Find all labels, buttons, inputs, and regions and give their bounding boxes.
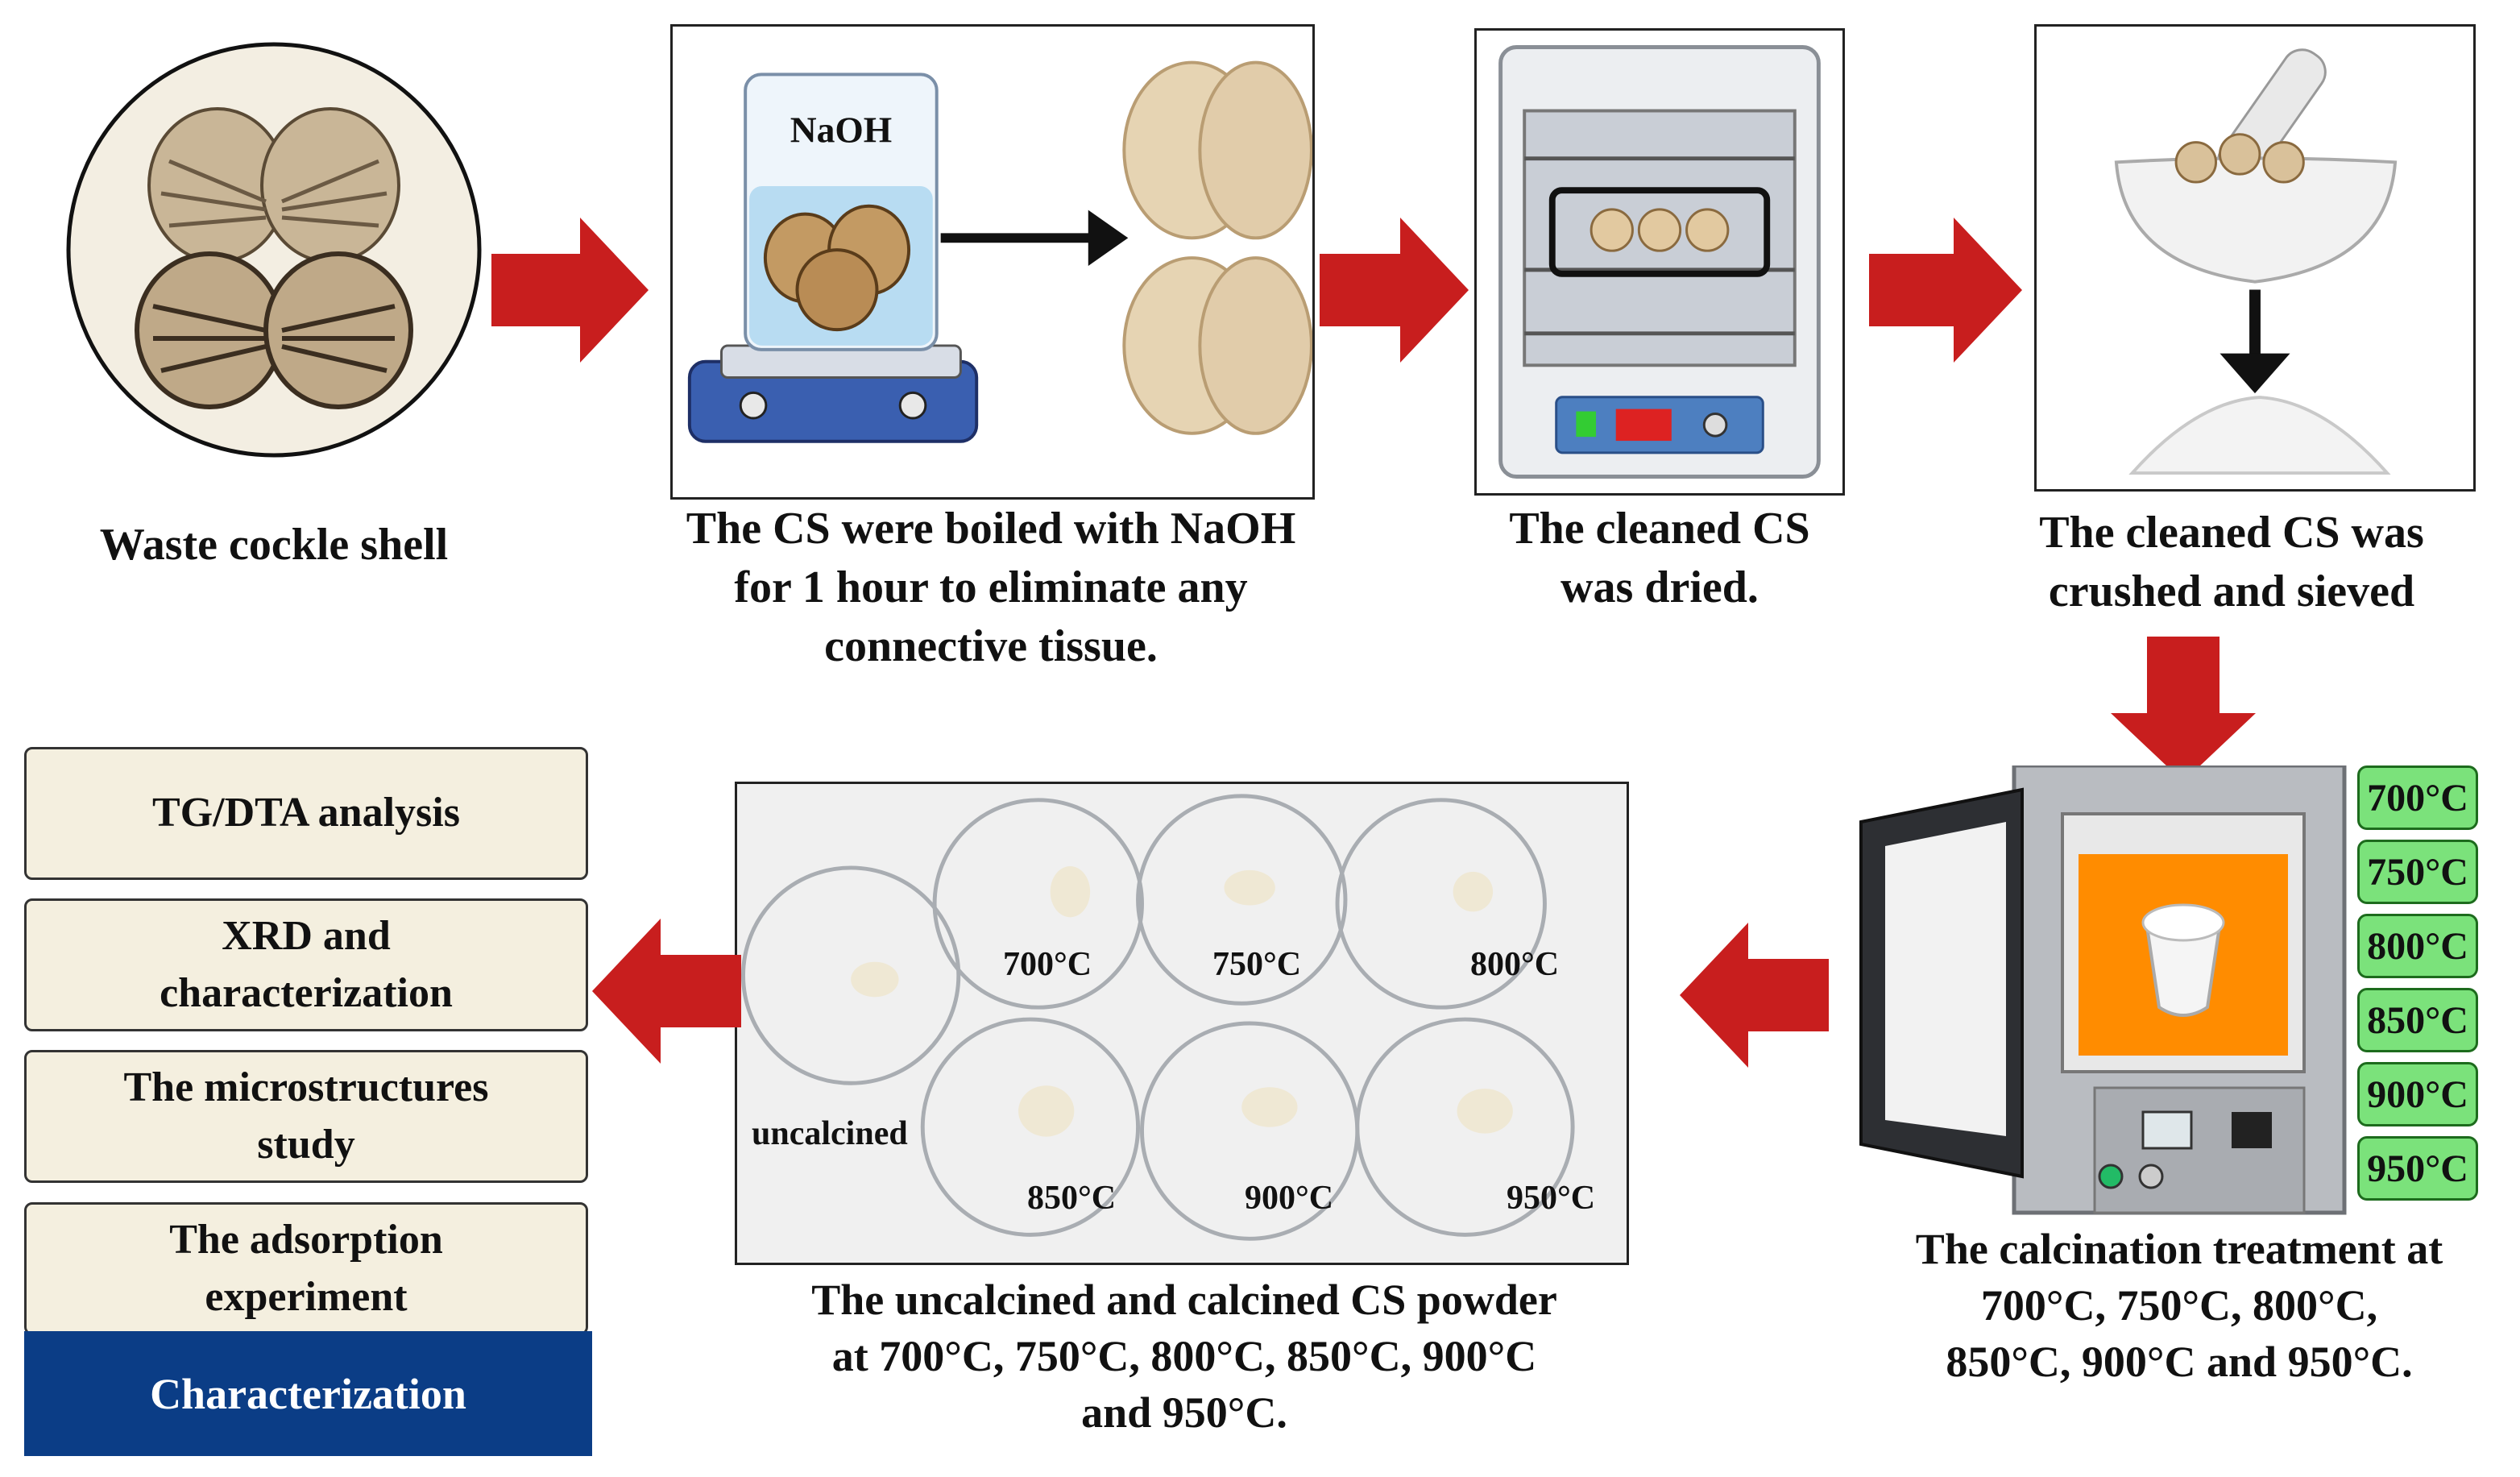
waste-shell-caption: Waste cockle shell bbox=[99, 520, 449, 570]
petri-dish-700 bbox=[932, 798, 1144, 1010]
furnace-icon bbox=[1859, 765, 2347, 1215]
process-arrow-left-1 bbox=[1680, 923, 1829, 1068]
hot-plate-icon bbox=[687, 344, 979, 443]
temp-box-950: 950°C bbox=[2357, 1136, 2478, 1201]
process-arrow-3 bbox=[1869, 218, 2022, 363]
temp-box-850: 850°C bbox=[2357, 988, 2478, 1052]
powder-caption: The uncalcined and calcined CS powder at… bbox=[811, 1276, 1557, 1438]
calcination-caption: The calcination treatment at 700°C, 750°… bbox=[1915, 1225, 2443, 1387]
cockle-shell-icon bbox=[135, 107, 413, 409]
oven-icon bbox=[1498, 45, 1821, 479]
char-box-xrd: XRD and characterization bbox=[24, 898, 588, 1031]
crushing-caption: The cleaned CS was crushed and sieved bbox=[2039, 508, 2424, 616]
cockle-shell-icon bbox=[763, 204, 911, 332]
dish-label-900: 900°C bbox=[1245, 1180, 1334, 1217]
petri-dish-950 bbox=[1355, 1017, 1575, 1237]
dish-label-850: 850°C bbox=[1027, 1180, 1117, 1217]
crushing-panel bbox=[2034, 24, 2476, 492]
powder-pile-icon bbox=[2128, 396, 2391, 475]
process-arrow-left-2 bbox=[592, 919, 741, 1064]
petri-dish-750 bbox=[1136, 794, 1348, 1006]
temp-box-750: 750°C bbox=[2357, 840, 2478, 904]
cleaned-shells-icon bbox=[1122, 60, 1312, 435]
temp-box-800: 800°C bbox=[2357, 914, 2478, 978]
naoh-boiling-caption: The CS were boiled with NaOH for 1 hour … bbox=[686, 504, 1296, 671]
petri-dish-800 bbox=[1335, 798, 1547, 1010]
char-box-microstructure: The microstructures study bbox=[24, 1050, 588, 1183]
char-box-adsorption: The adsorption experiment bbox=[24, 1202, 588, 1335]
process-arrow-2 bbox=[1320, 218, 1469, 363]
dish-label-700: 700°C bbox=[1003, 946, 1092, 983]
petri-dish-850 bbox=[920, 1017, 1141, 1237]
drying-oven-panel bbox=[1474, 28, 1845, 496]
down-arrow-icon bbox=[2220, 289, 2290, 394]
naoh-boiling-panel: NaOH bbox=[670, 24, 1315, 500]
process-arrow-down bbox=[2111, 637, 2256, 782]
temp-box-700: 700°C bbox=[2357, 765, 2478, 830]
mortar-pestle-icon bbox=[2114, 48, 2398, 284]
crucible-icon bbox=[2141, 903, 2225, 1017]
process-arrow-1 bbox=[491, 218, 649, 363]
characterization-footer: Characterization bbox=[24, 1331, 592, 1456]
drying-caption: The cleaned CS was dried. bbox=[1509, 504, 1810, 612]
dish-label-750: 750°C bbox=[1212, 946, 1302, 983]
temp-box-900: 900°C bbox=[2357, 1062, 2478, 1126]
dish-label-uncalcined: uncalcined bbox=[752, 1115, 908, 1152]
dish-label-800: 800°C bbox=[1470, 946, 1560, 983]
char-box-tgdta: TG/DTA analysis bbox=[24, 747, 588, 880]
dish-label-950: 950°C bbox=[1507, 1180, 1596, 1217]
furnace-image bbox=[1829, 765, 2352, 1217]
naoh-label: NaOH bbox=[790, 110, 892, 151]
black-arrow-icon bbox=[940, 210, 1129, 266]
powder-dishes-panel: uncalcined 700°C 750°C 800°C 850°C 900°C… bbox=[735, 782, 1629, 1265]
waste-shell-image bbox=[64, 40, 483, 459]
petri-dish-uncalcined bbox=[741, 865, 961, 1085]
